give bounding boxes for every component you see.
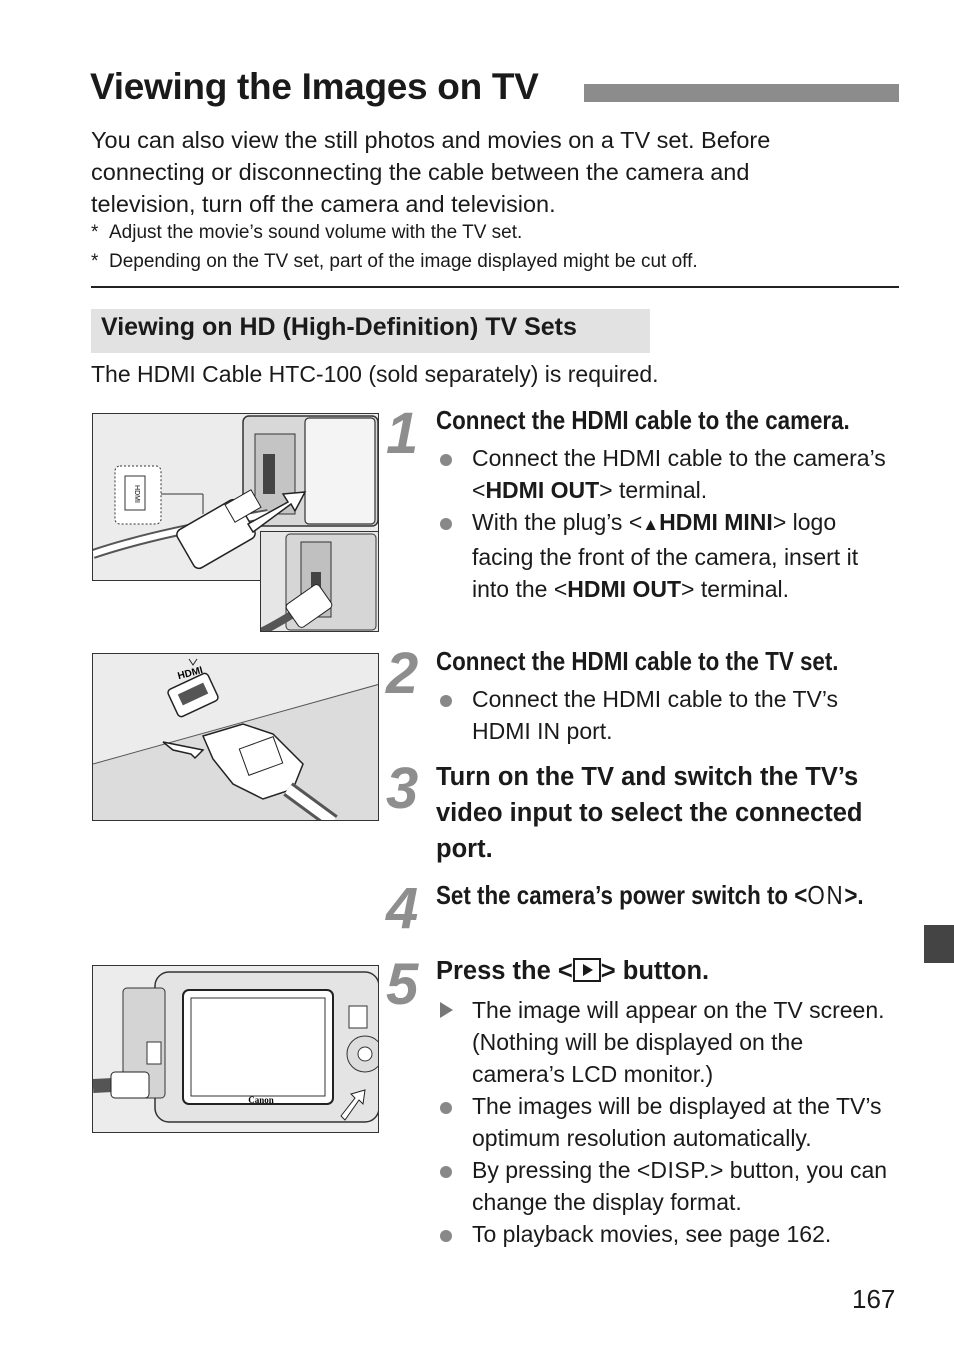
chapter-tab [924,925,954,963]
heading-text: >. [844,880,864,910]
heading-text: Press the < [436,957,573,985]
result-arrow-icon [440,1002,453,1018]
bullet-dot-icon [440,1230,452,1242]
bullet-dot-icon [440,518,452,530]
hdmi-mini-label: HDMI MINI [659,509,773,535]
page-title: Viewing the Images on TV [90,66,539,107]
step-5-bullet-3: To playback movies, see page 162. [440,1218,900,1250]
bullet-dot-icon [440,1166,452,1178]
bullet-text: To playback movies, see page 162. [472,1221,832,1247]
requirement-text: The HDMI Cable HTC-100 (sold separately)… [91,361,659,387]
step-3-heading: Turn on the TV and switch the TV’s video… [436,763,863,863]
step-2-bullet-1: Connect the HDMI cable to the TV’s HDMI … [440,683,900,747]
title-decoration-bar [584,84,899,102]
hdmi-mini-label: HDMI [133,485,140,503]
bullet-text: > terminal. [681,576,790,602]
step-5-bullet-2: By pressing the <DISP.> button, you can … [440,1154,900,1218]
bullet-text: Connect the HDMI cable to the camera’s < [472,445,886,503]
camera-inset-drawing [261,533,377,631]
note-2: * Depending on the TV set, part of the im… [91,251,698,273]
note-marker: * [91,251,99,272]
heading-text: Set the camera’s power switch to < [436,880,808,910]
step-number-5: 5 [386,952,419,1017]
step-number-3: 3 [386,756,419,821]
note-1: * Adjust the movie’s sound volume with th… [91,222,522,244]
bullet-dot-icon [440,1102,452,1114]
step-5-result: The image will appear on the TV screen. … [440,994,900,1090]
step-number-2: 2 [386,641,419,706]
bullet-text: > logo facing the front of the camera, i… [472,509,859,602]
step-number-1: 1 [386,401,419,466]
terminal-label: HDMI OUT [567,576,681,602]
disp-button-symbol: DISP. [650,1157,710,1183]
camera-back-drawing: Canon [93,971,378,1123]
illustration-camera-inset [260,531,379,632]
section-divider [91,286,899,288]
step-5-bullet-1: The images will be displayed at the TV’s… [440,1090,900,1154]
power-on-symbol: ON [807,880,845,910]
illustration-camera-back: Canon [92,965,379,1133]
playback-button-icon [572,958,601,982]
bullet-text: Connect the HDMI cable to the TV’s HDMI … [472,686,839,744]
tv-hdmi-drawing: HDMI [93,658,378,820]
heading-text: > button. [600,957,710,985]
step-5-heading: Press the < > button. [436,957,709,986]
subsection-title: Viewing on HD (High-Definition) TV Sets [101,313,577,341]
camera-hdmi-drawing: HDMI [93,415,378,570]
step-1-bullet-2: With the plug’s <▲HDMI MINI> logo facing… [440,506,900,605]
bullet-text: With the plug’s < [472,509,643,535]
subsection-background [91,309,650,353]
step-2-heading: Connect the HDMI cable to the TV set. [436,646,839,676]
step-1-heading: Connect the HDMI cable to the camera. [436,405,850,435]
bullet-dot-icon [440,695,452,707]
intro-paragraph: You can also view the still photos and m… [91,127,771,217]
illustration-camera-hdmi: HDMI [92,413,379,581]
illustration-tv-hdmi: HDMI [92,653,379,821]
page-number: 167 [852,1284,896,1314]
camera-brand-logo: Canon [248,1095,274,1105]
note-text: Adjust the movie’s sound volume with the… [109,222,523,243]
note-marker: * [91,222,99,243]
step-number-4: 4 [386,876,419,941]
bullet-text: The image will appear on the TV screen. … [472,997,885,1087]
bullet-text: > terminal. [599,477,708,503]
bullet-dot-icon [440,454,452,466]
bullet-text: The images will be displayed at the TV’s… [472,1093,882,1151]
bullet-text: By pressing the < [472,1157,651,1183]
step-4-heading: Set the camera’s power switch to <ON>. [436,880,864,911]
triangle-up-icon: ▲ [642,515,660,534]
step-1-bullet-1: Connect the HDMI cable to the camera’s <… [440,442,900,506]
bullet-text: > button, you can change the display for… [472,1157,888,1215]
terminal-label: HDMI OUT [485,477,600,503]
note-text: Depending on the TV set, part of the ima… [109,251,698,272]
